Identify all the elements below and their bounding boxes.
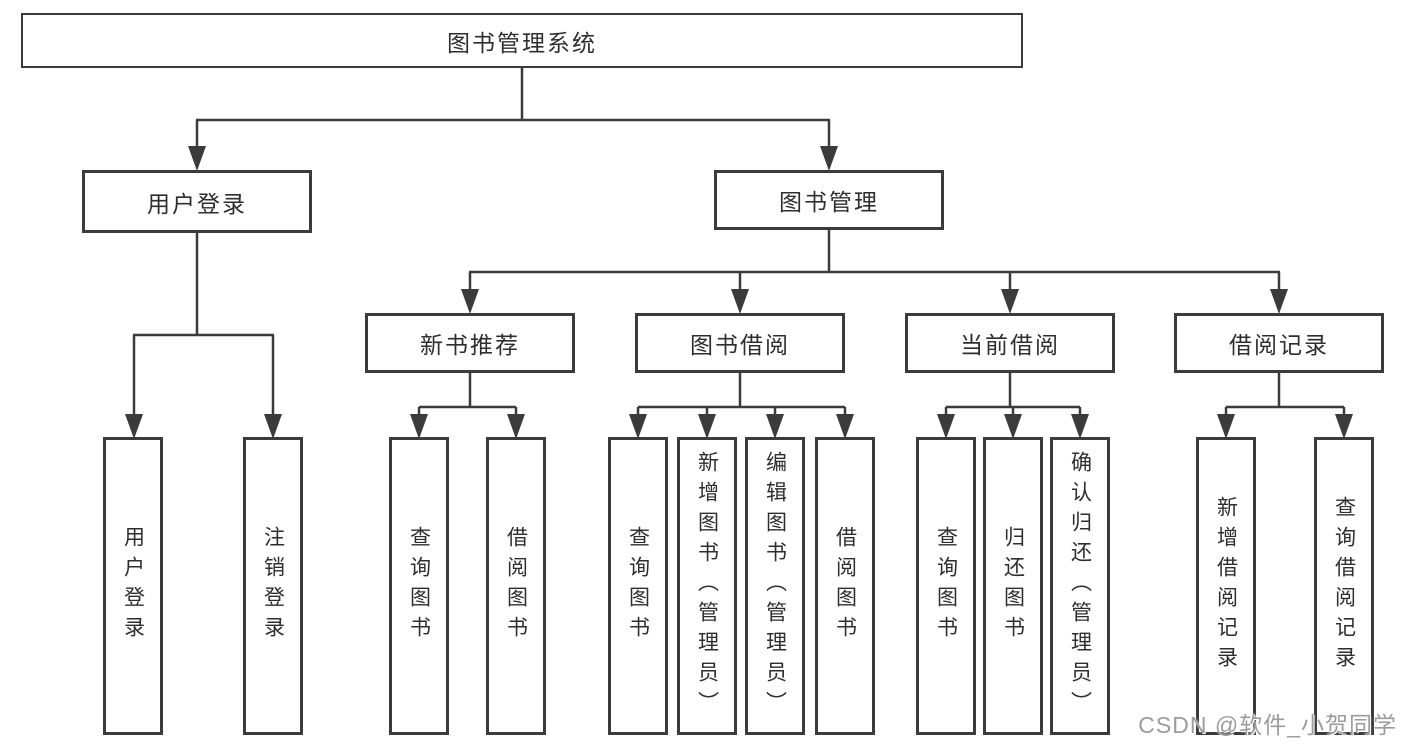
leaf-query-books-current: 查询图书 xyxy=(916,437,976,735)
leaf-query-books-recommend: 查询图书 xyxy=(389,437,449,735)
leaf-add-book-admin-label: 新增图书（管理员） xyxy=(695,451,719,721)
leaf-query-borrow-record: 查询借阅记录 xyxy=(1314,437,1374,735)
leaf-edit-book-admin: 编辑图书（管理员） xyxy=(745,437,805,735)
leaf-edit-book-admin-label: 编辑图书（管理员） xyxy=(763,451,787,721)
node-library-system: 图书管理系统 xyxy=(21,13,1023,68)
leaf-query-borrow-record-label: 查询借阅记录 xyxy=(1332,496,1356,676)
leaf-confirm-return-admin: 确认归还（管理员） xyxy=(1050,437,1110,735)
leaf-query-books-recommend-label: 查询图书 xyxy=(407,526,431,646)
leaf-borrow-books-label: 借阅图书 xyxy=(833,526,857,646)
node-current-borrow-label: 当前借阅 xyxy=(960,332,1060,358)
leaf-user-login-label: 用户登录 xyxy=(121,526,145,646)
leaf-add-borrow-record-label: 新增借阅记录 xyxy=(1214,496,1238,676)
leaf-return-book-label: 归还图书 xyxy=(1001,526,1025,646)
node-borrow-records-label: 借阅记录 xyxy=(1229,332,1329,358)
leaf-borrow-books: 借阅图书 xyxy=(815,437,875,735)
leaf-confirm-return-admin-label: 确认归还（管理员） xyxy=(1068,451,1092,721)
node-user-login: 用户登录 xyxy=(82,170,312,233)
node-book-borrow-label: 图书借阅 xyxy=(690,332,790,358)
leaf-query-books-borrow: 查询图书 xyxy=(608,437,668,735)
leaf-query-books-current-label: 查询图书 xyxy=(934,526,958,646)
leaf-logout-label: 注销登录 xyxy=(261,526,285,646)
node-new-book-recommend-label: 新书推荐 xyxy=(420,332,520,358)
leaf-user-login: 用户登录 xyxy=(103,437,163,735)
leaf-add-borrow-record: 新增借阅记录 xyxy=(1196,437,1256,735)
leaf-logout: 注销登录 xyxy=(243,437,303,735)
leaf-borrow-books-recommend: 借阅图书 xyxy=(486,437,546,735)
node-book-management-label: 图书管理 xyxy=(779,189,879,215)
leaf-query-books-borrow-label: 查询图书 xyxy=(626,526,650,646)
node-library-system-label: 图书管理系统 xyxy=(447,29,597,56)
node-book-management: 图书管理 xyxy=(714,170,944,230)
node-user-login-label: 用户登录 xyxy=(147,190,247,217)
leaf-return-book: 归还图书 xyxy=(983,437,1043,735)
leaf-borrow-books-recommend-label: 借阅图书 xyxy=(504,526,528,646)
csdn-watermark: CSDN @软件_小贺同学 xyxy=(1138,712,1397,738)
node-current-borrow: 当前借阅 xyxy=(905,313,1115,373)
node-new-book-recommend: 新书推荐 xyxy=(365,313,575,373)
leaf-add-book-admin: 新增图书（管理员） xyxy=(677,437,737,735)
node-book-borrow: 图书借阅 xyxy=(635,313,845,373)
node-borrow-records: 借阅记录 xyxy=(1174,313,1384,373)
